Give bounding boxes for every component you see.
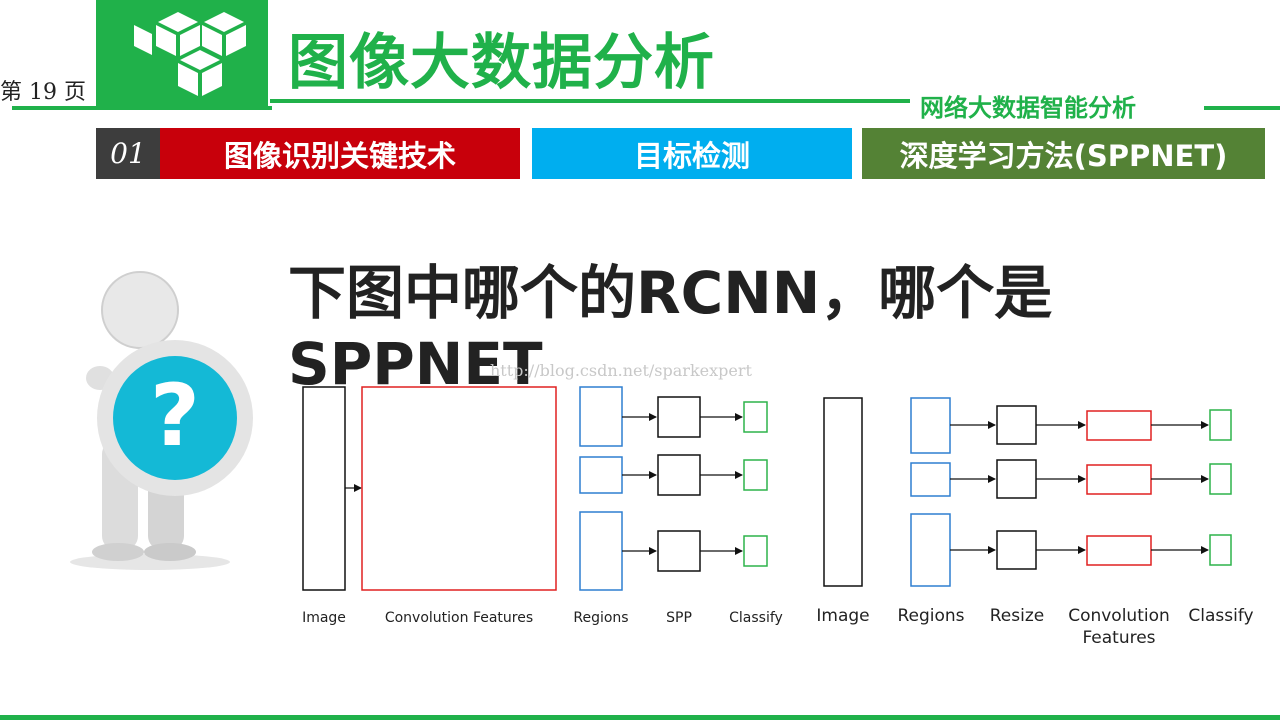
right-classify-box: [1209, 409, 1232, 441]
right-region-box: [910, 462, 951, 497]
right-image-box: [823, 397, 863, 587]
right-label-features: Features: [1082, 628, 1155, 648]
subtitle-divider: [1204, 106, 1280, 110]
right-label-image: Image: [816, 606, 869, 626]
left-region-box: [579, 386, 623, 447]
right-label-classify: Classify: [1188, 606, 1253, 626]
right-conv-box: [1086, 410, 1152, 441]
header-divider: [270, 99, 910, 103]
right-resize-box: [996, 405, 1037, 445]
right-classify-box: [1209, 463, 1232, 495]
page-number: 第 19 页: [0, 80, 86, 105]
left-label-spp: SPP: [666, 610, 692, 626]
svg-text:?: ?: [150, 366, 200, 466]
left-classify-box: [743, 401, 768, 433]
tab-deep-learning[interactable]: 深度学习方法(SPPNET): [862, 128, 1265, 179]
right-label-resize: Resize: [990, 606, 1044, 626]
header-divider-left: [12, 106, 272, 110]
left-label-classify: Classify: [729, 610, 783, 626]
section-number: 01: [96, 128, 160, 179]
left-classify-box: [743, 535, 768, 567]
right-classify-box: [1209, 534, 1232, 566]
cubes-logo-icon: [134, 12, 246, 96]
footer-bar: [0, 715, 1280, 720]
right-resize-box: [996, 459, 1037, 499]
left-spp-box: [657, 530, 701, 572]
left-spp-box: [657, 454, 701, 496]
right-conv-box: [1086, 535, 1152, 566]
right-label-regions: Regions: [897, 606, 964, 626]
page-subtitle: 网络大数据智能分析: [920, 94, 1136, 122]
logo: [96, 0, 268, 106]
right-conv-box: [1086, 464, 1152, 495]
page-title: 图像大数据分析: [288, 28, 715, 98]
left-label-regions: Regions: [573, 610, 628, 626]
tab-object-detection[interactable]: 目标检测: [532, 128, 852, 179]
tab-image-recognition[interactable]: 图像识别关键技术: [160, 128, 520, 179]
left-conv-features-box: [361, 386, 557, 591]
left-classify-box: [743, 459, 768, 491]
left-image-box: [302, 386, 346, 591]
right-label-convolution: Convolution: [1068, 606, 1170, 626]
left-label-conv-features: Convolution Features: [385, 610, 533, 626]
person-holding-question-mark-icon: ?: [70, 271, 253, 570]
left-region-box: [579, 456, 623, 494]
left-region-box: [579, 511, 623, 591]
left-spp-box: [657, 396, 701, 438]
watermark: http://blog.csdn.net/sparkexpert: [490, 361, 752, 380]
right-resize-box: [996, 530, 1037, 570]
right-region-box: [910, 397, 951, 454]
right-region-box: [910, 513, 951, 587]
left-label-image: Image: [302, 610, 346, 626]
